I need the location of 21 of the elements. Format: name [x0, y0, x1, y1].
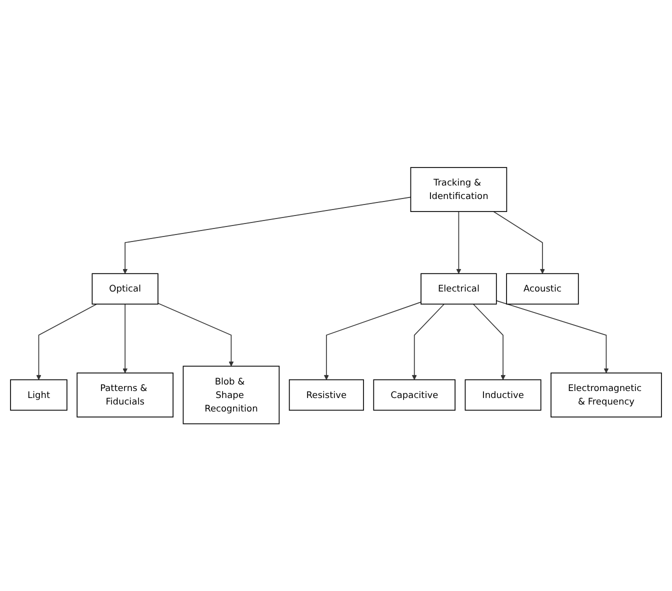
arrow — [36, 304, 98, 380]
arrow — [122, 196, 412, 274]
arrow — [456, 210, 462, 274]
arrow — [493, 210, 545, 274]
arrow — [472, 304, 506, 380]
arrow — [324, 301, 422, 380]
node-box: Patterns & Fiducials — [76, 372, 174, 418]
node-box: Light — [10, 379, 68, 410]
node-box: Resistive — [288, 379, 364, 410]
node-box: Tracking & Identification — [410, 166, 508, 212]
node-box: Capacitive — [373, 379, 456, 410]
arrow — [496, 300, 609, 374]
node-box: Optical — [92, 273, 158, 304]
node-box: Acoustic — [506, 273, 579, 304]
arrow — [158, 302, 234, 366]
node-box: Electromagnetic & Frequency — [550, 372, 662, 418]
node-box: Inductive — [464, 379, 542, 410]
node-box: Electrical — [420, 273, 497, 304]
arrow — [122, 304, 128, 374]
arrow — [412, 304, 445, 380]
node-box: Blob & Shape Recognition — [182, 366, 280, 424]
